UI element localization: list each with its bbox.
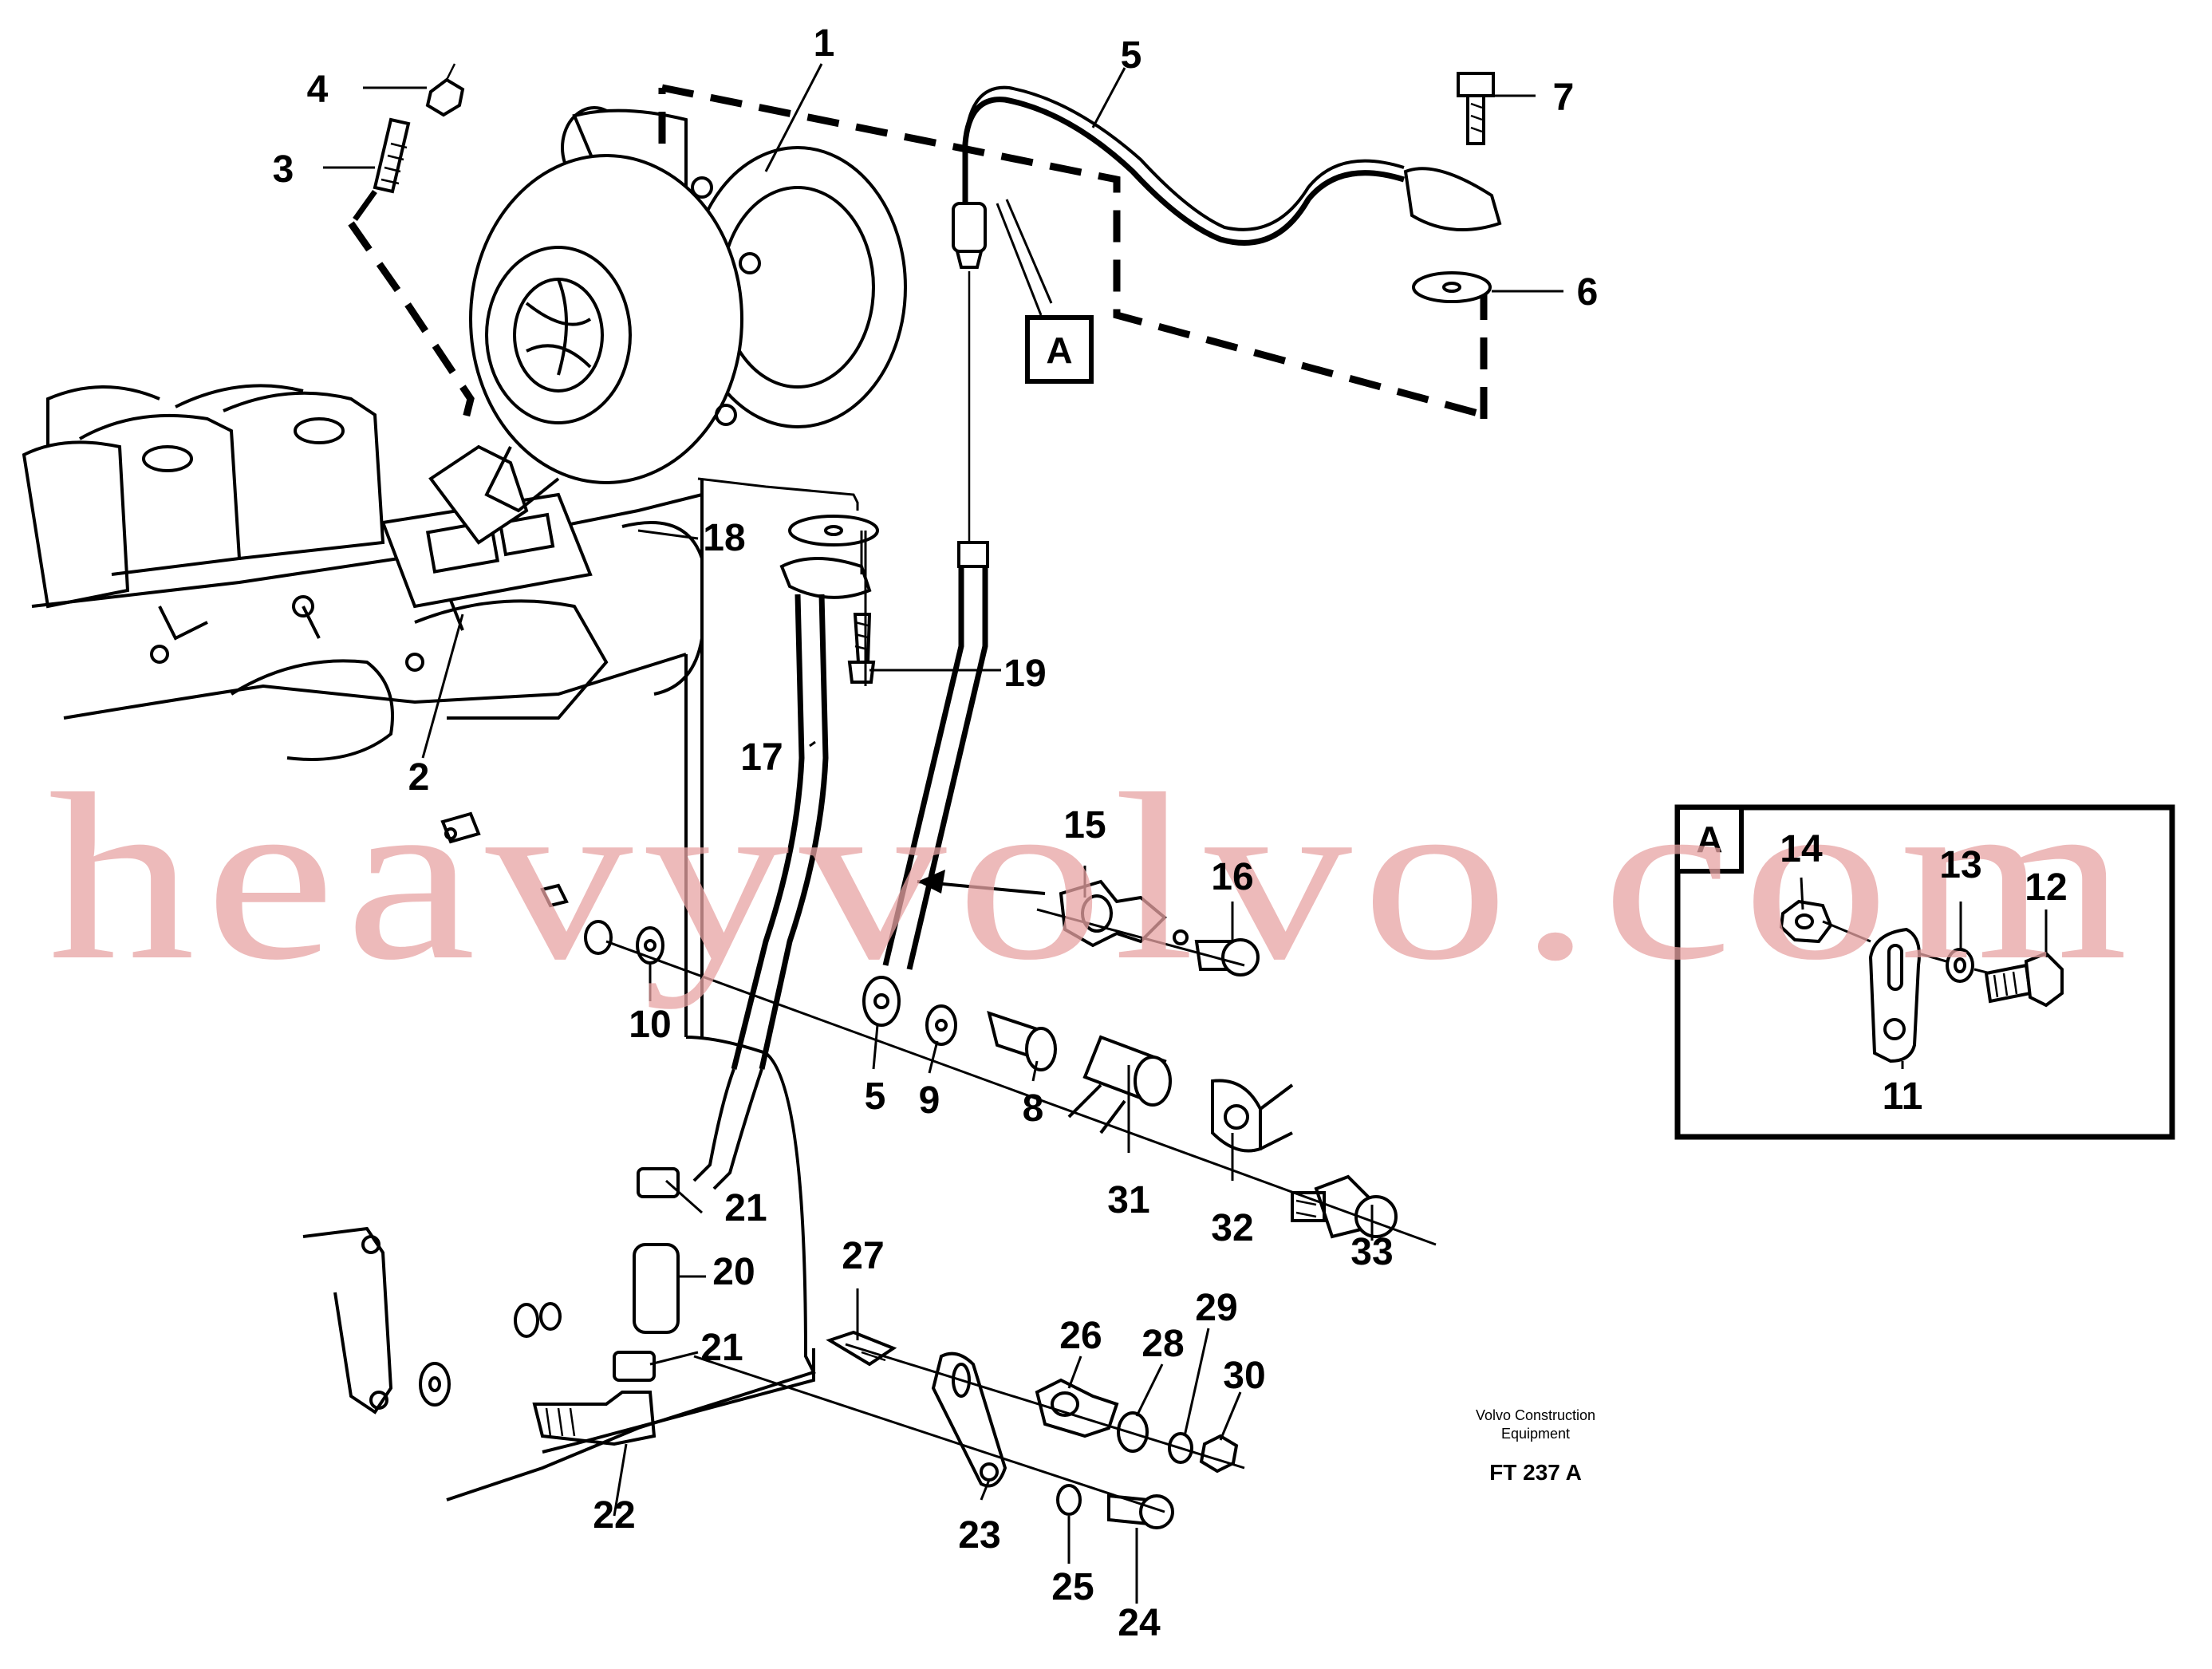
- callout-28: 28: [1141, 1323, 1184, 1365]
- callout-17: 17: [740, 736, 783, 779]
- callout-20: 20: [712, 1251, 755, 1293]
- dashed-guide-left: [348, 221, 475, 432]
- callout-6: 6: [1577, 271, 1599, 314]
- callout-25: 25: [1051, 1566, 1094, 1608]
- stud-and-nut: [353, 63, 465, 222]
- turbocharger: [469, 106, 907, 513]
- credit-line-1: Volvo Construction: [1476, 1407, 1595, 1423]
- callout-1: 1: [814, 22, 835, 65]
- callout-9: 9: [919, 1079, 940, 1122]
- mounting-bracket: [302, 1036, 816, 1501]
- exhaust-flange: [380, 444, 593, 609]
- callout-12: 12: [2025, 866, 2067, 909]
- oil-feed-pipe: [952, 72, 1502, 550]
- callout-2: 2: [408, 756, 430, 799]
- small-parts-left: [440, 811, 569, 1331]
- callout-32: 32: [1211, 1207, 1253, 1249]
- callout-11: 11: [1883, 1075, 1923, 1118]
- callout-31: 31: [1107, 1179, 1149, 1221]
- clamp-bolt-group: [917, 870, 1260, 977]
- detail-inset-a: A: [1674, 804, 2175, 1140]
- callout-7: 7: [1553, 77, 1575, 119]
- center-bolt-group: [584, 920, 1437, 1246]
- detail-marker-a: A: [996, 199, 1094, 384]
- callout-22: 22: [593, 1494, 635, 1537]
- callout-8: 8: [1023, 1087, 1044, 1130]
- callout-5-lower: 5: [865, 1075, 886, 1118]
- callout-24: 24: [1118, 1602, 1161, 1644]
- oil-tube: [862, 541, 989, 1027]
- callout-13: 13: [1939, 844, 1981, 886]
- callout-18: 18: [703, 517, 745, 559]
- callout-5-upper: 5: [1121, 34, 1142, 77]
- callout-labels: 1 2 3 4 5 6 7 8 9 10 11 12 13 14 15 16 1…: [273, 22, 2068, 1644]
- callout-30: 30: [1223, 1355, 1265, 1397]
- callout-19: 19: [1003, 653, 1046, 695]
- callout-14: 14: [1780, 828, 1823, 870]
- oil-return-pipe: [697, 477, 879, 1070]
- detail-marker-label: A: [1046, 329, 1072, 371]
- callout-26: 26: [1059, 1315, 1102, 1357]
- callout-21-lower: 21: [700, 1327, 743, 1369]
- watermark: heavyvolvo.com: [48, 744, 2138, 1010]
- lower-bracket-group: [693, 1330, 1245, 1529]
- figure-id: FT 237 A: [1489, 1460, 1582, 1485]
- credit-line-2: Equipment: [1501, 1426, 1570, 1442]
- detail-inset-label: A: [1696, 819, 1722, 860]
- callout-33: 33: [1350, 1231, 1393, 1273]
- callout-10: 10: [629, 1004, 671, 1046]
- callout-27: 27: [842, 1235, 884, 1277]
- callout-4: 4: [307, 69, 329, 111]
- callout-23: 23: [958, 1514, 1000, 1557]
- callout-3: 3: [273, 148, 294, 191]
- callout-29: 29: [1195, 1287, 1237, 1329]
- callout-16: 16: [1211, 856, 1253, 898]
- callout-21-upper: 21: [724, 1187, 767, 1229]
- leader-lines: [323, 63, 2048, 1604]
- callout-15: 15: [1063, 804, 1106, 846]
